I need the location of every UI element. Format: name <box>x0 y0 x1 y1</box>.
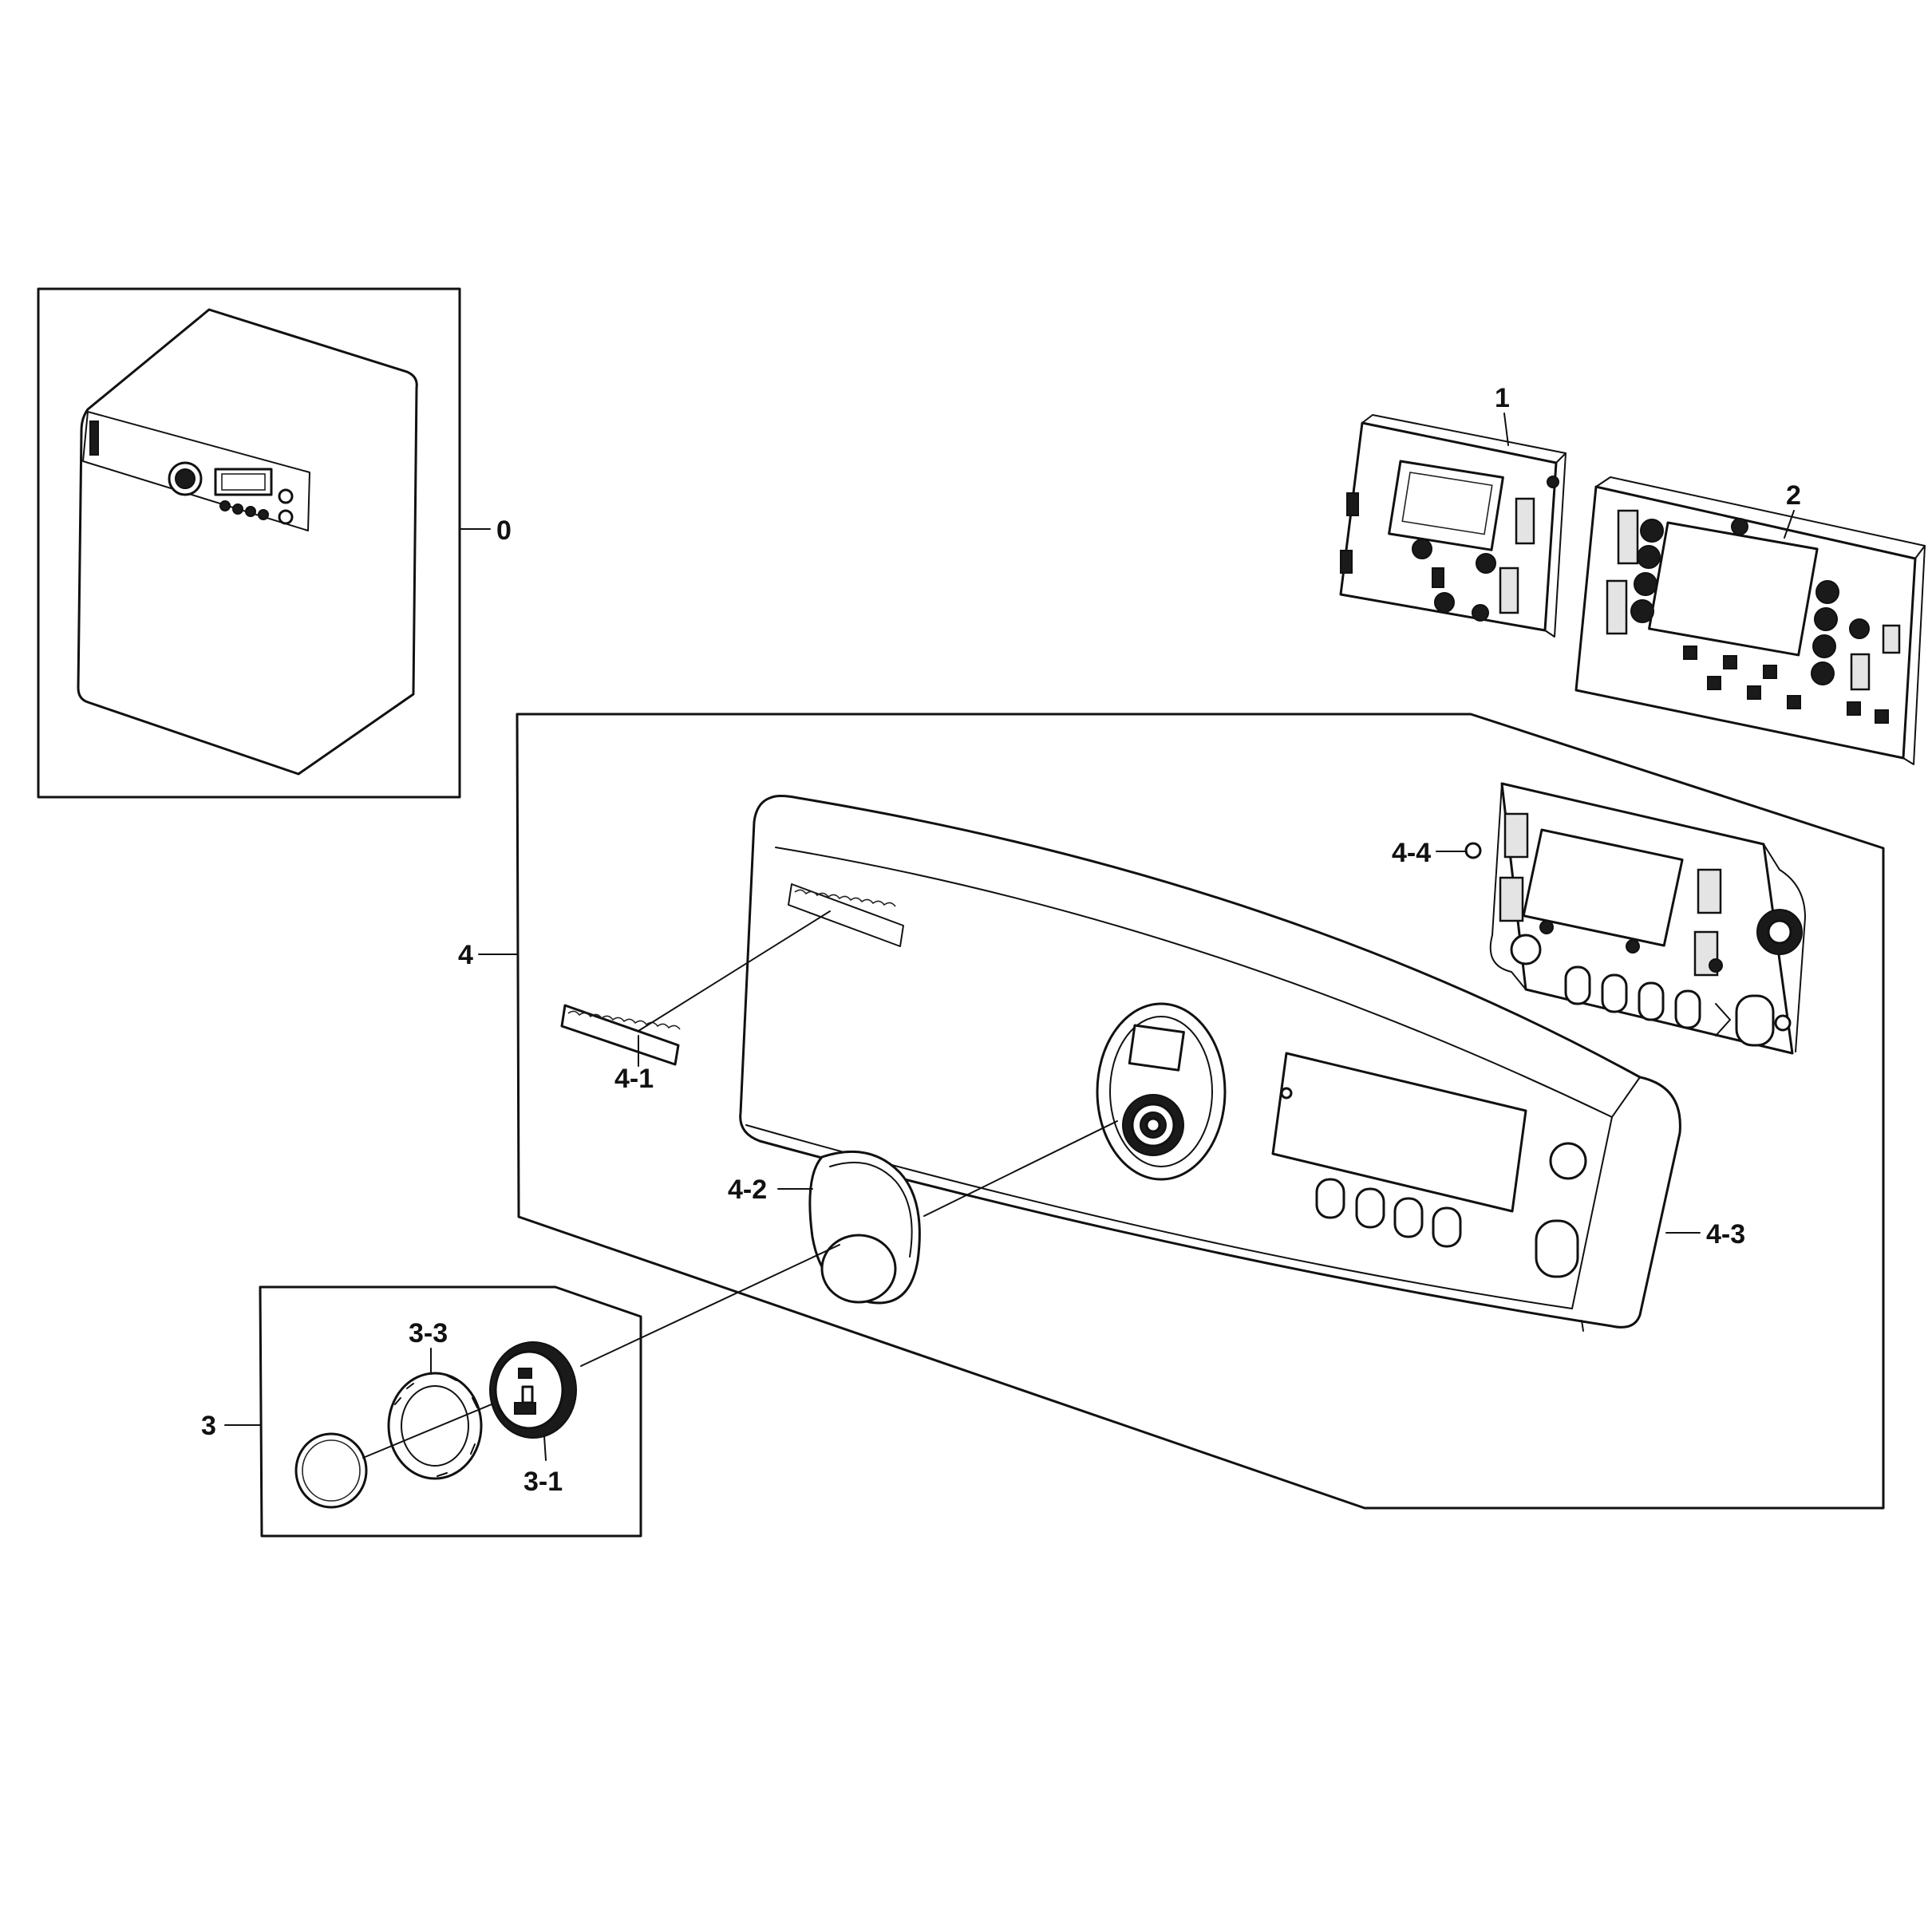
callout-4-4: 4-4 <box>1392 838 1468 868</box>
callout-label-3-3: 3-3 <box>409 1318 448 1348</box>
callout-4-2: 4-2 <box>728 1175 813 1205</box>
cabinet-control-strip <box>82 411 310 531</box>
callout-1: 1 <box>1495 383 1510 446</box>
callout-3: 3 <box>201 1411 261 1441</box>
cabinet-buttons <box>219 488 294 525</box>
knob <box>489 1244 840 1439</box>
pcb-sub <box>1574 476 1926 765</box>
callout-label-1: 1 <box>1495 383 1510 413</box>
callout-label-4-4: 4-4 <box>1392 838 1431 868</box>
callout-4-1: 4-1 <box>614 1035 654 1094</box>
callout-4-3: 4-3 <box>1665 1219 1745 1250</box>
callout-2: 2 <box>1784 480 1801 539</box>
appliance-assembly <box>37 287 461 799</box>
callout-label-4-1: 4-1 <box>614 1064 654 1094</box>
callout-3-1: 3-1 <box>523 1435 563 1497</box>
callout-label-4-2: 4-2 <box>728 1175 767 1205</box>
knob-assembly <box>259 1285 642 1538</box>
cabinet-logo <box>89 421 99 456</box>
panel-assembly <box>516 713 1885 1510</box>
knob-ring <box>362 1372 512 1480</box>
callout-label-3: 3 <box>201 1411 216 1441</box>
control-panel <box>739 795 1681 1332</box>
callout-label-2: 2 <box>1786 480 1801 511</box>
callout-label-4-3: 4-3 <box>1706 1219 1745 1250</box>
callout-label-3-1: 3-1 <box>523 1467 563 1497</box>
pcb-main <box>1339 414 1567 638</box>
knob-assembly-frame <box>259 1285 642 1538</box>
cabinet-display <box>214 468 273 496</box>
panel-assembly-frame <box>516 713 1885 1510</box>
cabinet-dial-center <box>175 468 196 489</box>
callout-0: 0 <box>459 515 512 546</box>
badge <box>560 889 896 1066</box>
pcb-display <box>1464 782 1806 1055</box>
callout-3-3: 3-3 <box>409 1318 448 1375</box>
callout-4: 4 <box>458 940 518 970</box>
knob-window <box>808 1120 1118 1305</box>
assembly-frame <box>37 287 461 799</box>
callout-label-4: 4 <box>458 940 473 970</box>
cabinet-body <box>77 308 418 776</box>
knob-cap <box>294 1432 368 1509</box>
callout-label-0: 0 <box>496 515 512 546</box>
